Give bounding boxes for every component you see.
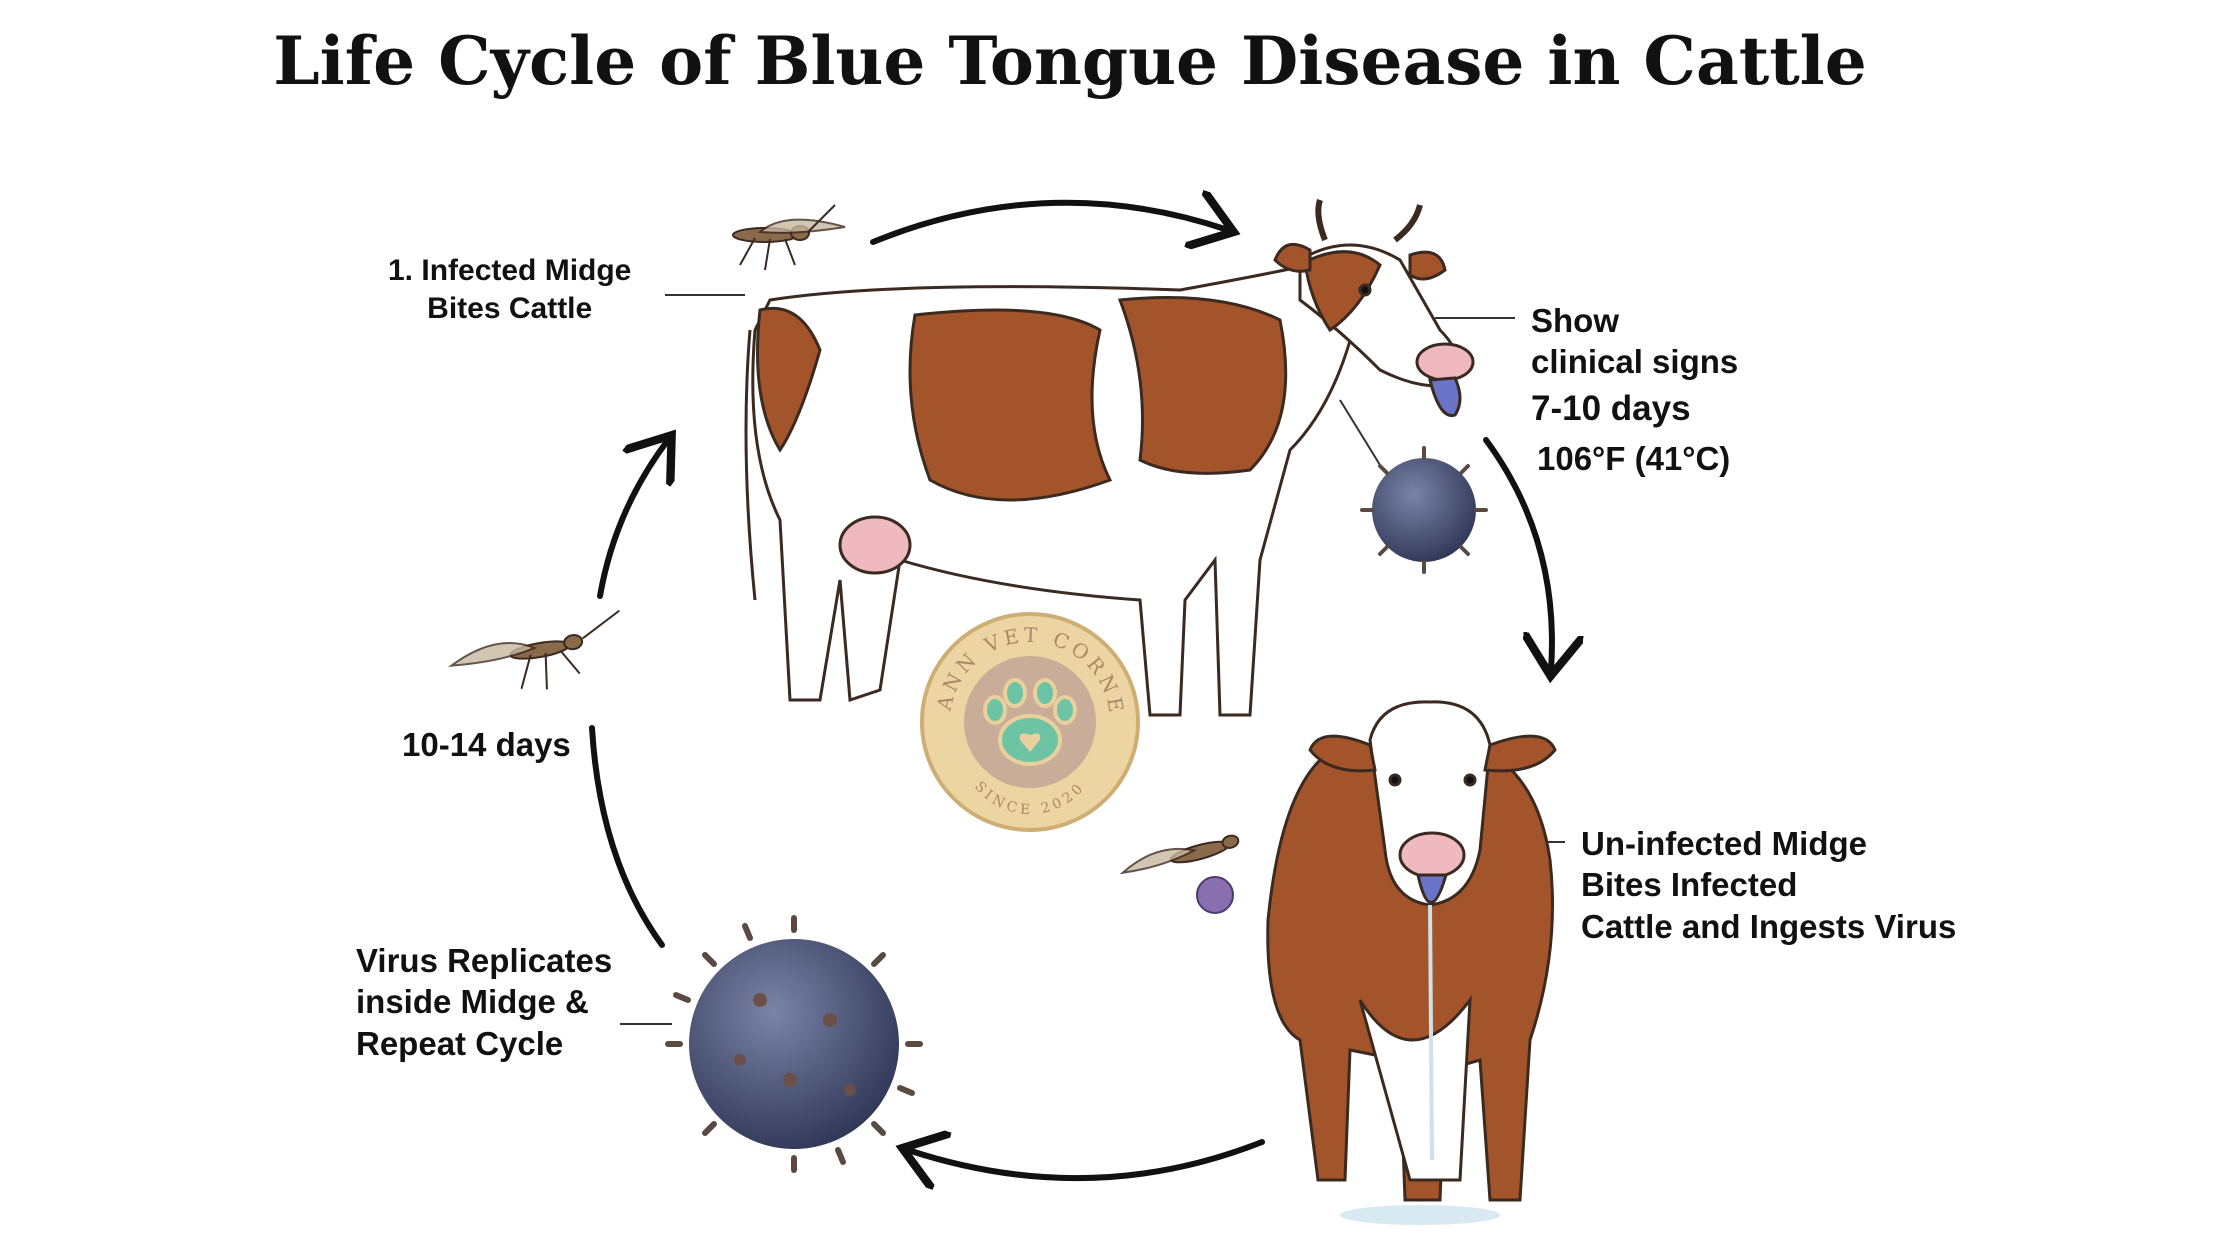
virus-icon-small xyxy=(1360,446,1488,574)
step2-line1: Show xyxy=(1531,302,1619,339)
step2-label: Show clinical signs 7-10 days 106°F (41°… xyxy=(1531,300,1738,480)
step3-line2: Bites Infected xyxy=(1581,866,1798,904)
step3-line1: Un-infected Midge xyxy=(1581,825,1867,862)
virus-icon-large xyxy=(665,915,923,1173)
arrow-left-upper xyxy=(597,440,668,599)
step1-label: 1. Infected Midge Bites Cattle xyxy=(388,252,631,327)
arrow-right xyxy=(1483,437,1552,670)
step2-duration: 7-10 days xyxy=(1531,388,1691,428)
arrow-left-lower xyxy=(589,725,665,948)
step1-line1: 1. Infected Midge xyxy=(388,254,632,287)
arrow-top xyxy=(870,203,1228,242)
midge-icon xyxy=(447,204,1240,914)
incubation-label: 10-14 days xyxy=(402,726,571,763)
step2-temperature: 106°F (41°C) xyxy=(1537,440,1731,478)
step1-line2: Bites Cattle xyxy=(427,291,593,325)
page-title: Life Cycle of Blue Tongue Disease in Cat… xyxy=(273,22,1867,100)
step3-line3: Cattle and Ingests Virus xyxy=(1581,907,1957,945)
arrow-bottom xyxy=(908,1142,1265,1178)
step3-label: Un-infected Midge Bites Infected Cattle … xyxy=(1581,823,1956,947)
step4-label: Virus Replicates inside Midge & Repeat C… xyxy=(356,940,612,1064)
step4-line1: Virus Replicates xyxy=(356,942,613,979)
step4-line2: inside Midge & xyxy=(356,983,589,1021)
step4-line3: Repeat Cycle xyxy=(356,1024,564,1062)
cow-front-view xyxy=(1266,700,1557,1225)
step2-line2: clinical signs xyxy=(1531,343,1739,381)
cow-side-view xyxy=(744,199,1475,717)
